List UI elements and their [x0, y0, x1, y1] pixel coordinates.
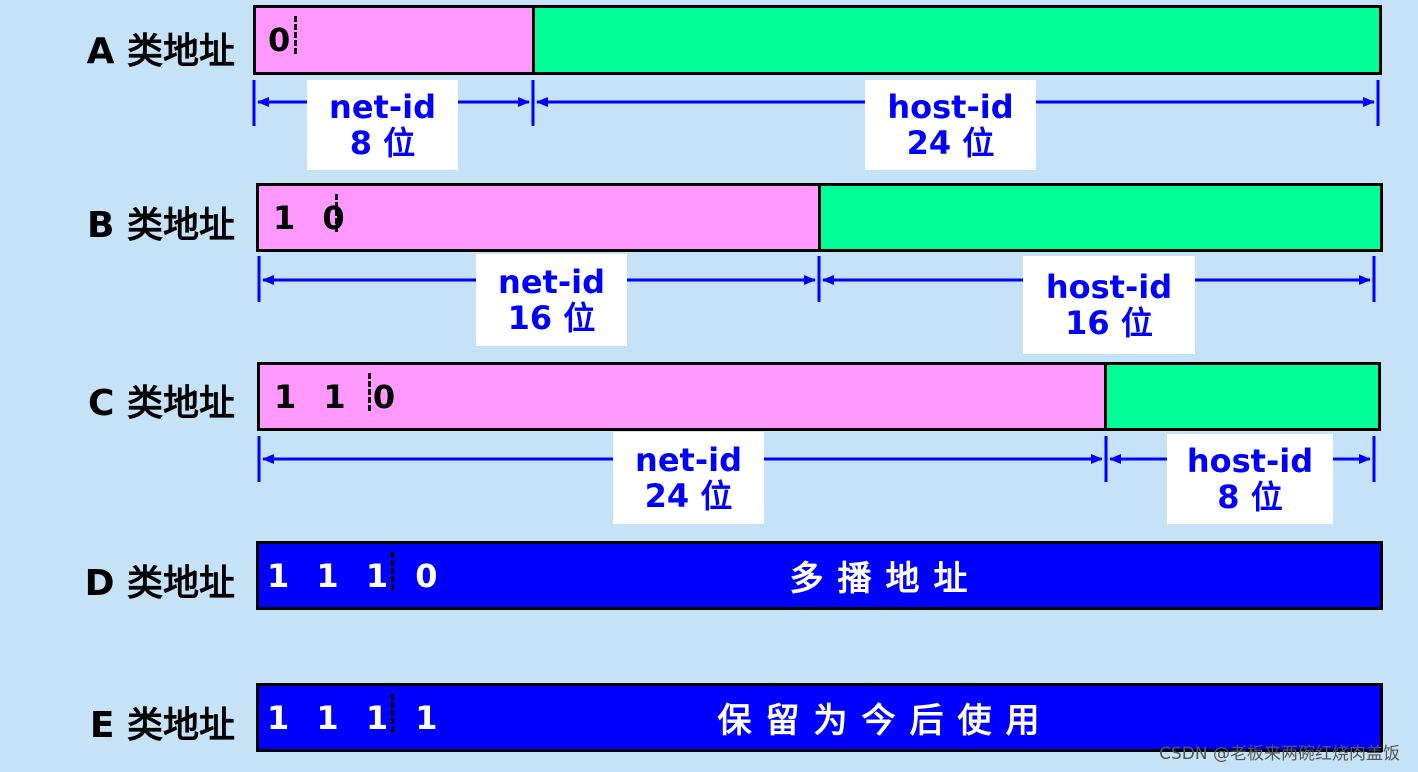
class-a-host-field — [532, 5, 1382, 75]
class-b-label: B 类地址 — [87, 205, 235, 246]
class-a-prefix-tick — [294, 16, 297, 54]
class-c-host-id: host-id — [1186, 442, 1314, 480]
class-b-prefix: 1 0 — [273, 198, 353, 237]
class-b-host-bits: 16 位 — [1065, 304, 1153, 342]
class-c-net-id: net-id — [635, 441, 742, 479]
class-d-content: 多播地址 — [789, 559, 982, 599]
class-a-net-field: 0 — [253, 5, 535, 75]
class-c-net-dim-label: net-id 24 位 — [613, 432, 764, 524]
class-a-net-bits: 8 位 — [349, 124, 416, 162]
class-a-prefix: 0 — [268, 21, 299, 59]
class-a-net-id: net-id — [329, 88, 436, 126]
class-b-host-dim-label: host-id 16 位 — [1023, 256, 1195, 354]
class-a-host-bits: 24 位 — [906, 124, 995, 162]
class-c-net-bits: 24 位 — [644, 477, 733, 515]
class-c-prefix-tick — [368, 373, 371, 411]
class-c-prefix: 1 1 0 — [274, 377, 404, 416]
class-d-prefix: 1 1 1 0 — [267, 556, 446, 595]
class-c-host-bits: 8 位 — [1217, 478, 1283, 516]
class-e-label: E 类地址 — [89, 705, 235, 746]
class-c-net-field: 1 1 0 — [257, 362, 1108, 431]
class-e-content: 保留为今后使用 — [717, 701, 1054, 741]
class-b-prefix-tick — [335, 194, 338, 232]
class-a-label: A 类地址 — [86, 31, 235, 72]
class-b-host-field — [818, 183, 1383, 252]
class-d-label: D 类地址 — [84, 563, 235, 604]
class-b-host-id: host-id — [1045, 268, 1173, 306]
watermark: CSDN @老板来两碗红烧肉盖饭 — [1159, 744, 1400, 764]
class-a-net-dim-label: net-id 8 位 — [307, 80, 458, 170]
class-a-host-dim-label: host-id 24 位 — [865, 80, 1036, 170]
class-b-net-id: net-id — [498, 263, 605, 301]
class-c-host-field — [1104, 362, 1381, 431]
class-e-prefix: 1 1 1 1 — [267, 698, 446, 737]
class-e-field: 1 1 1 1 保留为今后使用 — [256, 683, 1383, 752]
class-d-field: 1 1 1 0 多播地址 — [256, 541, 1383, 610]
class-c-host-dim-label: host-id 8 位 — [1167, 434, 1333, 524]
class-d-prefix-tick — [391, 552, 394, 590]
class-a-host-id: host-id — [887, 88, 1014, 126]
class-e-prefix-tick — [391, 694, 394, 732]
class-c-label: C 类地址 — [88, 383, 235, 424]
class-b-net-dim-label: net-id 16 位 — [476, 254, 627, 346]
class-b-net-bits: 16 位 — [507, 299, 596, 337]
class-b-net-field: 1 0 — [256, 183, 822, 252]
